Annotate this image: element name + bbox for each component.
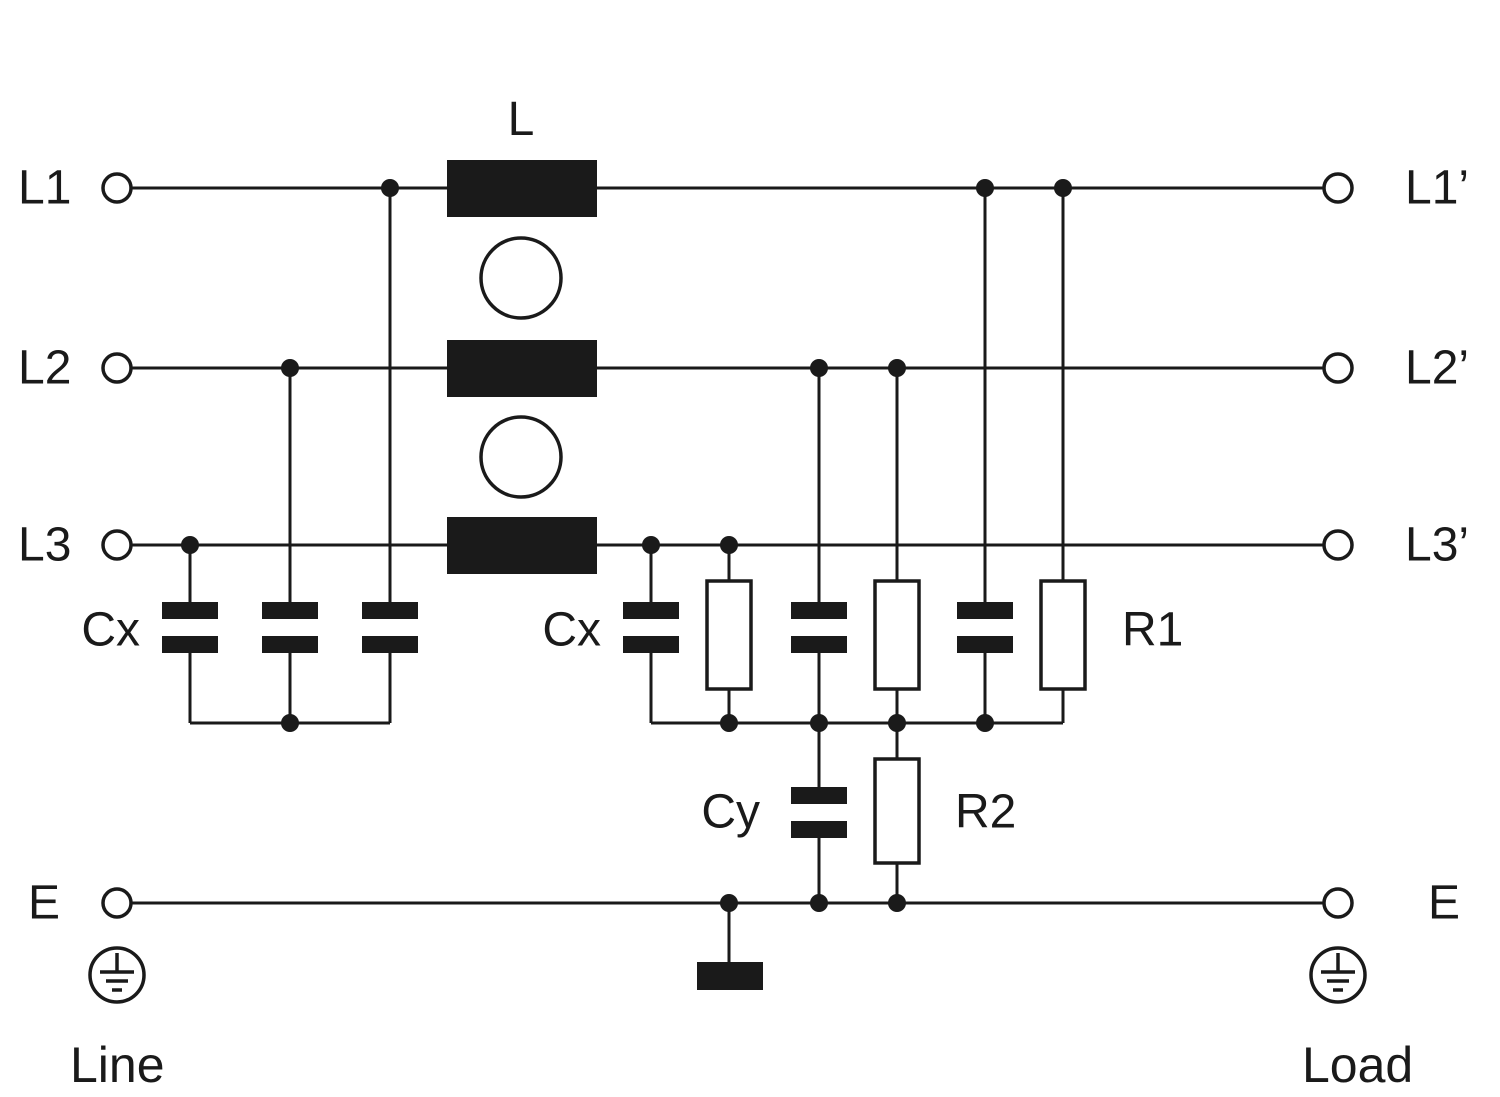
ground-bar xyxy=(697,962,763,990)
cx-load-cap1-plate-top xyxy=(623,602,679,619)
pe-symbol-line xyxy=(88,946,146,1004)
junction-dot xyxy=(720,536,738,554)
cy-r2-branch xyxy=(791,723,921,903)
label-l2-line: L2 xyxy=(18,342,71,395)
label-l2-load: L2’ xyxy=(1405,342,1469,395)
terminals xyxy=(101,172,1354,919)
label-l3-line: L3 xyxy=(18,519,71,572)
junction-dot xyxy=(888,714,906,732)
r2-body xyxy=(873,757,921,865)
cx-line-cap3-plate-bottom xyxy=(362,636,418,653)
inductor-core-circle-bottom xyxy=(479,415,563,499)
cx-load-cap2-plate-bottom xyxy=(791,636,847,653)
cx-load-cap3-plate-bottom xyxy=(957,636,1013,653)
label-l1-load: L1’ xyxy=(1405,162,1469,215)
inductor-choke xyxy=(447,160,597,574)
terminal-e-line xyxy=(101,887,133,919)
cx-line-cap2-plate-bottom xyxy=(262,636,318,653)
junction-dot xyxy=(1054,179,1072,197)
terminal-l1-line xyxy=(101,172,133,204)
junction-dot xyxy=(888,894,906,912)
junction-dot xyxy=(720,714,738,732)
cx-line-capacitors xyxy=(162,188,418,725)
caption-line: Line xyxy=(70,1037,165,1093)
junction-dot xyxy=(642,536,660,554)
cx-load-cap2-plate-top xyxy=(791,602,847,619)
pe-circle-icon xyxy=(88,946,146,1004)
cy-plate-top xyxy=(791,787,847,804)
r1-res2-body xyxy=(873,579,921,691)
cx-load-cap1-plate-bottom xyxy=(623,636,679,653)
label-cx-line: Cx xyxy=(81,604,140,657)
label-l1-line: L1 xyxy=(18,162,71,215)
cx-load-network xyxy=(623,188,1087,725)
cx-line-cap1-plate-bottom xyxy=(162,636,218,653)
labels: L1 L2 L3 E L1’ L2’ L3’ E L Cx Cx R1 Cy R… xyxy=(18,93,1469,1093)
pe-symbol-load xyxy=(1309,946,1367,1004)
junction-dot xyxy=(810,894,828,912)
junction-dot xyxy=(976,714,994,732)
label-e-load: E xyxy=(1428,877,1460,930)
junction-dot xyxy=(281,714,299,732)
caption-load: Load xyxy=(1302,1037,1413,1093)
pe-circle-icon xyxy=(1309,946,1367,1004)
cx-line-cap1-plate-top xyxy=(162,602,218,619)
inductor-winding-l1 xyxy=(447,160,597,217)
label-r1: R1 xyxy=(1122,604,1183,657)
chassis-ground xyxy=(697,903,763,990)
r1-res1-body xyxy=(705,579,753,691)
cx-line-cap2-plate-top xyxy=(262,602,318,619)
inductor-core-circle-top xyxy=(479,236,563,320)
terminal-l1-load xyxy=(1322,172,1354,204)
terminal-e-load xyxy=(1322,887,1354,919)
inductor-winding-l3 xyxy=(447,517,597,574)
label-l3-load: L3’ xyxy=(1405,519,1469,572)
junction-dot xyxy=(181,536,199,554)
junction-dot xyxy=(810,714,828,732)
label-r2: R2 xyxy=(955,786,1016,839)
terminal-l3-load xyxy=(1322,529,1354,561)
terminal-l3-line xyxy=(101,529,133,561)
terminal-l2-load xyxy=(1322,352,1354,384)
r1-res3-body xyxy=(1039,579,1087,691)
label-inductor: L xyxy=(508,93,535,146)
junction-dot xyxy=(281,359,299,377)
label-cx-load: Cx xyxy=(542,604,601,657)
junction-dot xyxy=(888,359,906,377)
junction-dot xyxy=(810,359,828,377)
label-e-line: E xyxy=(28,877,60,930)
terminal-l2-line xyxy=(101,352,133,384)
cx-load-cap3-plate-top xyxy=(957,602,1013,619)
label-cy: Cy xyxy=(701,786,760,839)
junction-dot xyxy=(720,894,738,912)
cy-plate-bottom xyxy=(791,821,847,838)
cx-line-cap3-plate-top xyxy=(362,602,418,619)
junction-dots xyxy=(181,179,1072,912)
junction-dot xyxy=(976,179,994,197)
junction-dot xyxy=(381,179,399,197)
inductor-winding-l2 xyxy=(447,340,597,397)
